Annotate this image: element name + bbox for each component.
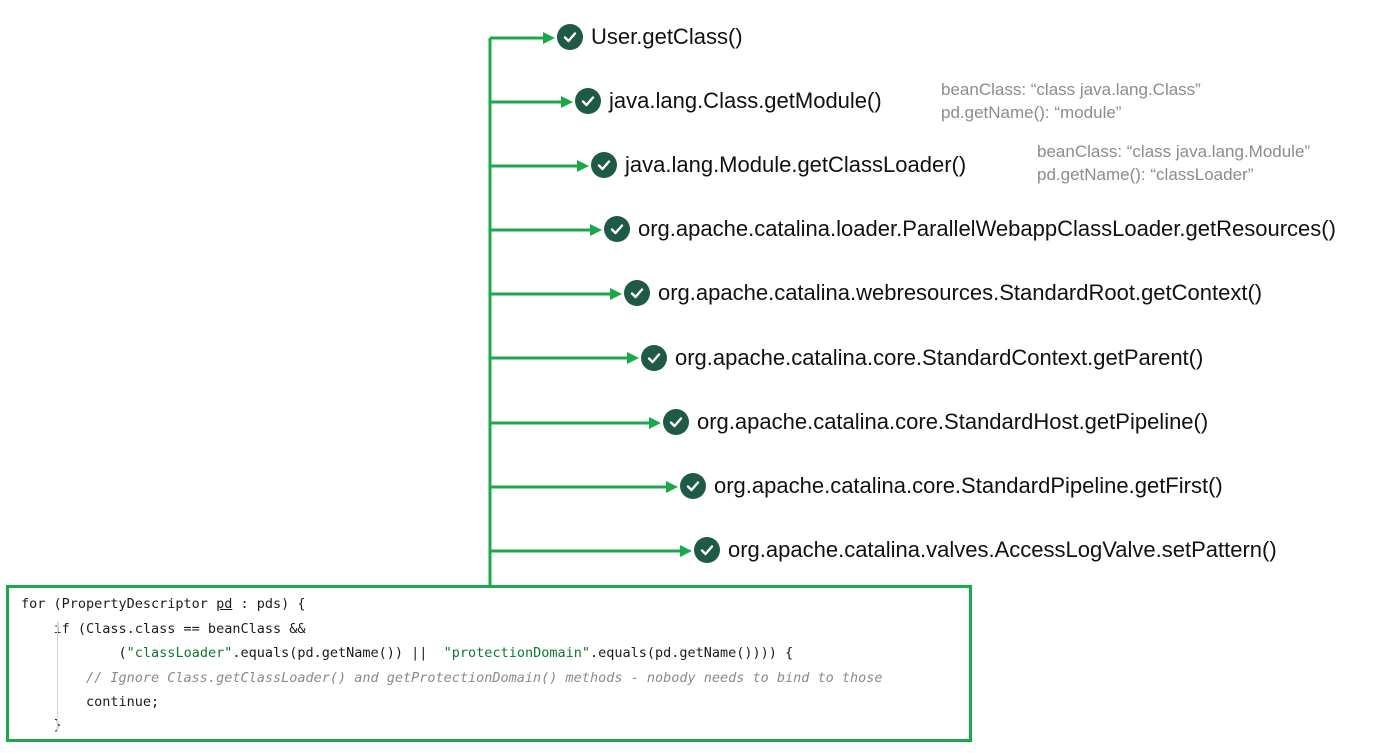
step-getresources: org.apache.catalina.loader.ParallelWebap… — [604, 216, 1336, 242]
code-string: "classLoader" — [126, 645, 233, 661]
code-line-2: if (Class.class == beanClass && — [21, 621, 306, 637]
code-token: : pds) { — [232, 596, 306, 612]
code-token: continue; — [21, 694, 160, 710]
check-icon — [624, 280, 650, 306]
code-token: } — [21, 717, 62, 733]
code-snippet: for (PropertyDescriptor pd : pds) { if (… — [6, 585, 972, 742]
check-icon — [557, 24, 583, 50]
check-icon — [663, 409, 689, 435]
check-icon — [680, 473, 706, 499]
code-comment: // Ignore Class.getClassLoader() and get… — [21, 670, 883, 686]
arrowhead-icon — [610, 288, 622, 300]
arrowhead-icon — [627, 352, 639, 364]
connector-arrows — [490, 32, 692, 557]
step-label: java.lang.Module.getClassLoader() — [625, 152, 967, 177]
arrowhead-icon — [590, 224, 602, 236]
step-label: org.apache.catalina.webresources.Standar… — [658, 280, 1263, 305]
code-token: for (PropertyDescriptor — [21, 596, 217, 612]
note-line: beanClass: “class java.lang.Module” — [1037, 142, 1311, 161]
step-user-getclass: User.getClass() — [557, 24, 743, 50]
step-label: org.apache.catalina.core.StandardPipelin… — [714, 473, 1223, 498]
step-label: org.apache.catalina.loader.ParallelWebap… — [638, 216, 1336, 241]
code-line-6: } — [21, 717, 62, 733]
note-line: pd.getName(): “module” — [941, 103, 1122, 122]
step-label: User.getClass() — [591, 24, 743, 49]
step-getpipeline: org.apache.catalina.core.StandardHost.ge… — [663, 409, 1208, 435]
arrowhead-icon — [649, 417, 661, 429]
code-token: pd — [216, 596, 233, 612]
code-line-4: // Ignore Class.getClassLoader() and get… — [21, 670, 883, 686]
note-line: beanClass: “class java.lang.Class” — [941, 80, 1201, 99]
code-string: "protectionDomain" — [443, 645, 590, 661]
step-setpattern: org.apache.catalina.valves.AccessLogValv… — [694, 537, 1277, 563]
code-token: .equals(pd.getName()) || — [232, 645, 444, 661]
code-token: ( — [21, 645, 127, 661]
code-line-5: continue; — [21, 694, 159, 710]
check-icon — [575, 88, 601, 114]
check-icon — [641, 345, 667, 371]
code-line-1: for (PropertyDescriptor pd : pds) { — [21, 596, 306, 612]
indent-guide — [57, 621, 58, 731]
note-line: pd.getName(): “classLoader” — [1037, 165, 1254, 184]
code-token: .equals(pd.getName()))) { — [589, 645, 794, 661]
step-label: org.apache.catalina.core.StandardContext… — [675, 345, 1204, 370]
check-icon — [591, 152, 617, 178]
step-label: java.lang.Class.getModule() — [609, 88, 882, 113]
arrowhead-icon — [561, 96, 573, 108]
check-icon — [604, 216, 630, 242]
step-getcontext: org.apache.catalina.webresources.Standar… — [624, 280, 1262, 306]
step-label: org.apache.catalina.core.StandardHost.ge… — [697, 409, 1209, 434]
step-module-getclassloader: java.lang.Module.getClassLoader() — [591, 152, 966, 178]
step-class-getmodule: java.lang.Class.getModule() — [575, 88, 882, 114]
note-getclassloader: beanClass: “class java.lang.Module” pd.g… — [1037, 140, 1310, 186]
note-getmodule: beanClass: “class java.lang.Class” pd.ge… — [941, 78, 1201, 124]
arrowhead-icon — [577, 160, 589, 172]
arrowhead-icon — [680, 545, 692, 557]
arrowhead-icon — [543, 32, 555, 44]
code-token: if (Class.class == beanClass && — [21, 621, 306, 637]
step-getparent: org.apache.catalina.core.StandardContext… — [641, 345, 1203, 371]
step-getfirst: org.apache.catalina.core.StandardPipelin… — [680, 473, 1223, 499]
check-icon — [694, 537, 720, 563]
step-label: org.apache.catalina.valves.AccessLogValv… — [728, 537, 1277, 562]
code-line-3: ("classLoader".equals(pd.getName()) || "… — [21, 645, 794, 661]
arrowhead-icon — [666, 481, 678, 493]
